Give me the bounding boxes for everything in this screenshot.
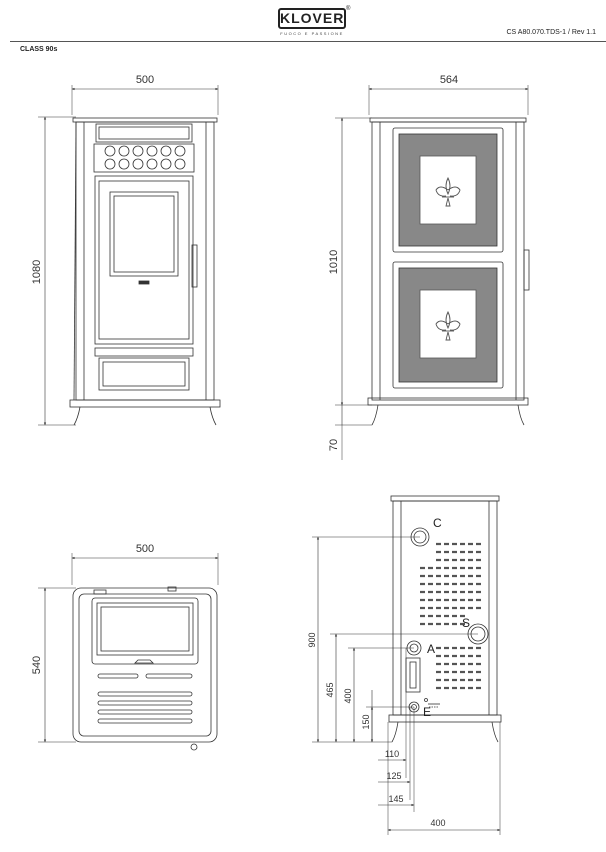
side-depth-dimension: 564 bbox=[440, 74, 458, 86]
rear-height-400: 400 bbox=[343, 688, 353, 703]
port-label-a: A bbox=[427, 642, 435, 656]
side-height-dimension: 1010 bbox=[328, 250, 340, 274]
port-label-c: C bbox=[433, 516, 442, 530]
rear-height-465: 465 bbox=[325, 682, 335, 697]
rear-height-900: 900 bbox=[307, 632, 317, 647]
side-view bbox=[335, 85, 530, 460]
rear-view bbox=[312, 495, 502, 835]
front-view bbox=[38, 85, 221, 426]
registered-mark: ® bbox=[346, 6, 351, 12]
rear-height-150: 150 bbox=[361, 714, 371, 729]
rear-width-400: 400 bbox=[430, 818, 445, 828]
port-label-s: S bbox=[462, 616, 470, 630]
top-width-dimension: 500 bbox=[136, 543, 154, 555]
rear-offset-125: 125 bbox=[386, 771, 401, 781]
rear-offset-110: 110 bbox=[385, 749, 399, 759]
side-feet-dimension: 70 bbox=[328, 439, 340, 451]
top-depth-dimension: 540 bbox=[31, 656, 43, 674]
front-height-dimension: 1080 bbox=[31, 260, 43, 284]
brand-name: KLOVER bbox=[278, 8, 346, 29]
brand-tagline: FUOCO E PASSIONE bbox=[280, 31, 344, 36]
top-view bbox=[38, 553, 219, 751]
model-name: CLASS 90s bbox=[20, 46, 58, 53]
brand-logo: KLOVER ® FUOCO E PASSIONE bbox=[278, 6, 351, 40]
document-reference: CS A80.070.TDS-1 / Rev 1.1 bbox=[506, 29, 597, 36]
port-label-e: E bbox=[423, 705, 431, 719]
header-divider bbox=[10, 41, 606, 42]
rear-offset-145: 145 bbox=[388, 794, 403, 804]
front-width-dimension: 500 bbox=[136, 74, 154, 86]
